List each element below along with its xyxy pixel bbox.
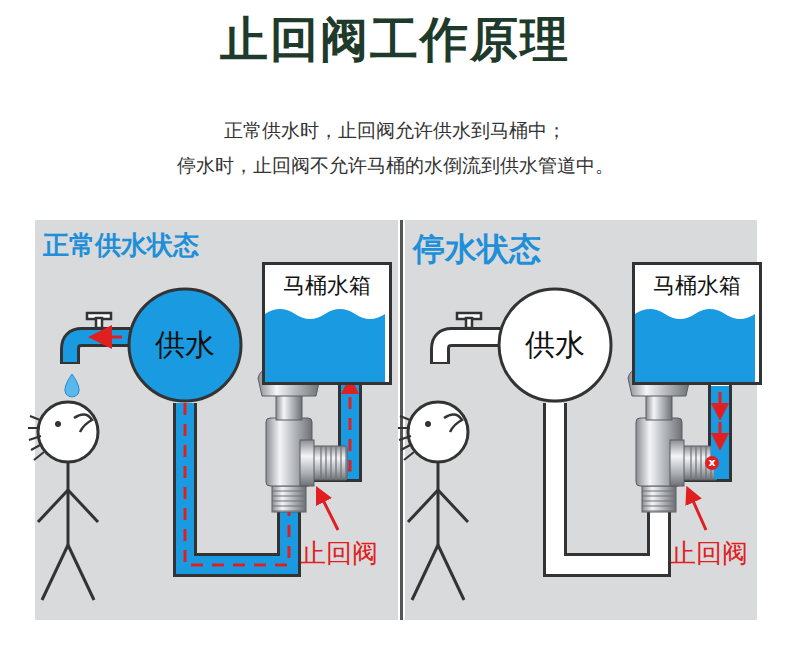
supply-circle: 供水 xyxy=(497,287,613,403)
valve-label: 止回阀 xyxy=(300,536,378,571)
valve-label: 止回阀 xyxy=(670,536,748,571)
tank-label: 马桶水箱 xyxy=(635,271,759,301)
circle-label: 供水 xyxy=(525,325,585,366)
subtitle-line: 停水时，止回阀不允许马桶的水倒流到供水管道中。 xyxy=(0,153,790,179)
tank-label: 马桶水箱 xyxy=(265,271,389,301)
tank-water xyxy=(635,302,755,382)
toilet-tank: 马桶水箱 xyxy=(632,262,762,385)
supply-circle: 供水 xyxy=(127,287,243,403)
tank-water xyxy=(265,302,385,382)
circle-label: 供水 xyxy=(155,325,215,366)
subtitle-line: 正常供水时，止回阀允许供水到马桶中； xyxy=(0,118,790,144)
panel-heading: 正常供水状态 xyxy=(43,228,199,263)
blocked-mark: x xyxy=(705,456,719,470)
toilet-tank: 马桶水箱 xyxy=(262,262,392,385)
panel-heading: 停水状态 xyxy=(413,228,541,272)
page-title: 止回阀工作原理 xyxy=(0,8,790,72)
